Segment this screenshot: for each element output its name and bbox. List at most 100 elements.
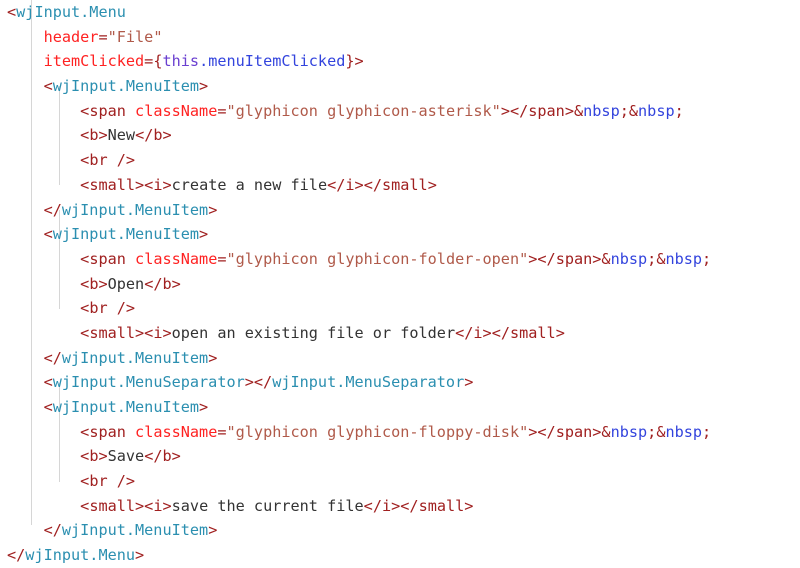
token-punct: /> <box>116 151 136 170</box>
token-tag: b <box>162 447 172 466</box>
code-line: <wjInput.Menu <box>0 0 800 25</box>
token-comp: wjInput.Menu <box>16 3 126 21</box>
token-punct: </ <box>43 348 62 367</box>
code-line: itemClicked={this.menuItemClicked}> <box>0 49 800 74</box>
token-text: New <box>107 126 136 145</box>
code-line: <b>Save</b> <box>0 444 800 469</box>
line-indent <box>7 225 44 243</box>
token-punct: > <box>98 274 108 293</box>
token-tag: br <box>89 151 108 170</box>
token-tag: i <box>153 496 163 515</box>
code-line: </wjInput.MenuItem> <box>0 346 800 371</box>
line-indent <box>7 77 44 95</box>
token-tag: small <box>509 323 556 342</box>
token-text <box>108 299 117 317</box>
code-line: <small><i>open an existing file or folde… <box>0 321 800 346</box>
code-line: </wjInput.Menu> <box>0 543 800 568</box>
token-text: Save <box>107 447 145 466</box>
token-punct: > <box>199 398 209 416</box>
line-indent <box>7 373 44 391</box>
token-entity: nbsp <box>665 422 703 441</box>
token-punct: > <box>135 546 145 565</box>
line-indent <box>7 126 80 144</box>
token-string: "glyphicon glyphicon-floppy-disk" <box>226 422 529 441</box>
token-tag: span <box>89 422 126 441</box>
token-text <box>126 250 135 268</box>
token-punct: < <box>80 323 90 342</box>
token-punct: < <box>7 3 17 21</box>
token-tag: b <box>89 447 99 466</box>
token-punct: </ <box>455 323 474 342</box>
token-entity: nbsp <box>665 249 703 268</box>
token-punct: { <box>153 52 163 71</box>
token-punct: /> <box>116 472 136 491</box>
token-punct: > <box>162 496 172 515</box>
token-punct: = <box>98 27 108 46</box>
token-punct: ></ <box>244 373 273 392</box>
token-entity: nbsp <box>583 101 620 120</box>
token-tag: b <box>162 274 172 293</box>
token-text: Open <box>107 274 145 293</box>
token-tag: b <box>89 274 99 293</box>
token-punct: < <box>80 496 90 515</box>
code-line: <wjInput.MenuItem> <box>0 395 800 420</box>
token-punct: & <box>601 249 611 268</box>
token-comp: wjInput.MenuItem <box>61 348 209 367</box>
token-tag: small <box>89 323 136 342</box>
token-punct: </ <box>135 126 154 145</box>
code-line: <wjInput.MenuItem> <box>0 222 800 247</box>
token-text <box>108 151 117 169</box>
token-tag: span <box>528 101 565 120</box>
token-punct: < <box>80 274 90 293</box>
token-punct: </ <box>144 274 163 293</box>
token-punct: > <box>98 447 108 466</box>
token-punct: </ <box>327 175 346 194</box>
line-indent <box>7 324 80 342</box>
token-text <box>126 102 135 120</box>
token-punct: & <box>656 249 666 268</box>
token-punct: ></ <box>500 101 529 120</box>
line-indent <box>7 151 80 169</box>
token-comp: wjInput.MenuItem <box>52 225 200 244</box>
token-punct: </ <box>43 200 62 219</box>
token-punct: ; <box>647 422 657 441</box>
line-indent <box>7 497 80 515</box>
token-punct: ></ <box>528 249 556 268</box>
token-punct: </ <box>363 496 382 515</box>
token-tag: i <box>381 496 392 515</box>
token-punct: > <box>464 496 474 515</box>
token-text <box>126 423 135 441</box>
code-line: <wjInput.MenuItem> <box>0 74 800 99</box>
code-line: </wjInput.MenuItem> <box>0 518 800 543</box>
token-punct: & <box>573 101 584 120</box>
token-tag: i <box>153 323 163 342</box>
token-tag: i <box>345 175 355 194</box>
token-punct: > <box>564 101 574 120</box>
code-line: <br /> <box>0 296 800 321</box>
token-tag: small <box>418 496 465 515</box>
token-text: open an existing file or folder <box>171 323 456 342</box>
token-punct: </ <box>43 521 62 540</box>
token-punct: }> <box>345 52 364 71</box>
line-indent <box>7 250 80 268</box>
token-tag: span <box>555 422 593 441</box>
token-tag: small <box>381 175 428 194</box>
token-punct: & <box>628 101 639 120</box>
token-punct: ></ <box>482 323 510 342</box>
token-punct: < <box>43 77 53 96</box>
token-attr: itemClicked <box>43 52 145 71</box>
token-punct: < <box>80 447 90 466</box>
token-punct: < <box>80 151 90 170</box>
token-punct: > <box>98 126 108 145</box>
code-line: <b>New</b> <box>0 123 800 148</box>
token-punct: > <box>208 200 218 219</box>
token-comp: wjInput.MenuSeparator <box>52 373 245 392</box>
line-indent <box>7 423 80 441</box>
token-tag: small <box>89 496 136 515</box>
token-punct: > <box>592 249 602 268</box>
code-line: <small><i>create a new file</i></small> <box>0 173 800 198</box>
code-line: <span className="glyphicon glyphicon-flo… <box>0 420 800 445</box>
token-punct: ></ <box>391 496 419 515</box>
token-text <box>108 472 117 490</box>
